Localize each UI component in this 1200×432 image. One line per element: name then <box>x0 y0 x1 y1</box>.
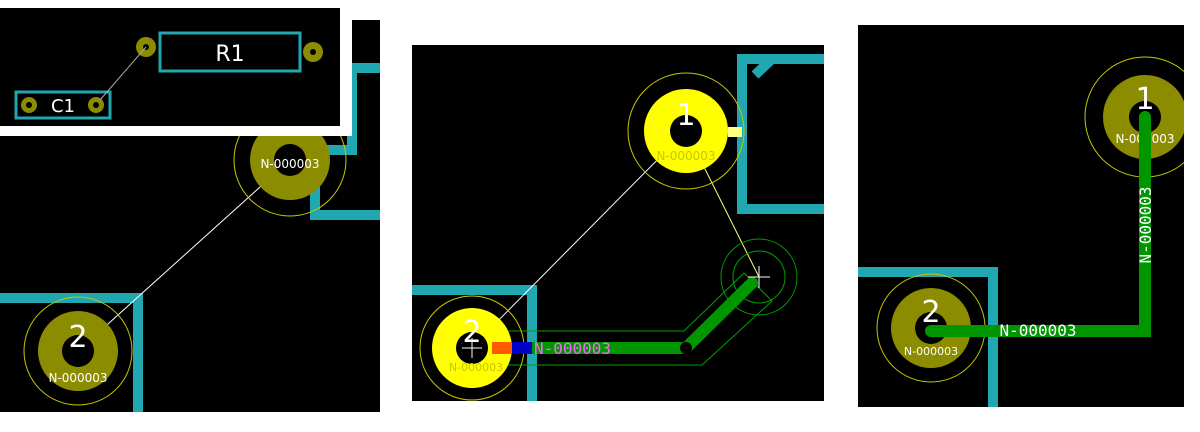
c1-pad-1-drill <box>26 102 32 108</box>
c1-reference: C1 <box>51 96 75 117</box>
silkscreen-outline-right <box>737 54 824 214</box>
track-bend-node <box>680 342 692 354</box>
r1-pad-2-drill <box>310 49 316 55</box>
left-pcb-canvas[interactable]: N-000003 2 N-000003 <box>0 20 380 412</box>
pad-1-drill <box>274 144 306 176</box>
ratsnest-line <box>77 159 291 352</box>
silkscreen-outline-right <box>310 63 380 220</box>
inset-ratsnest <box>99 46 147 101</box>
overview-inset: R1 C1 <box>0 8 352 136</box>
pad-2-net-label: N-000003 <box>48 371 107 385</box>
silkscreen-outline-bottom <box>412 285 537 401</box>
pad-courtyard <box>627 72 745 190</box>
via-clearance-inner <box>732 250 786 304</box>
pad-2-number: 2 <box>68 320 87 355</box>
copper-track-diagonal[interactable] <box>680 277 758 354</box>
pad-1-drill <box>670 115 702 147</box>
pad-2-number: 2 <box>462 315 481 350</box>
pad-1-number: 1 <box>676 98 695 133</box>
pad-courtyard <box>23 296 133 406</box>
via-clearance <box>720 238 798 316</box>
middle-pcb-canvas[interactable]: 1 N-000003 2 N-000003 N-000003 <box>412 45 824 401</box>
silkscreen-chamfer <box>751 55 776 79</box>
pad-1-stub <box>728 127 742 137</box>
right-pcb-canvas[interactable]: 1 N-000003 2 N-000003 N-000003 N-000003 <box>858 25 1184 407</box>
c1-outline[interactable] <box>14 90 112 120</box>
right-pcb-view[interactable]: 1 N-000003 2 N-000003 N-000003 N-000003 <box>858 25 1184 407</box>
overview-inset-canvas: R1 C1 <box>0 8 340 126</box>
pad-1-net-label: N-000003 <box>656 149 715 163</box>
r1-reference: R1 <box>215 42 244 67</box>
r1-outline[interactable] <box>158 31 302 73</box>
c1-pad-2-drill <box>93 102 99 108</box>
pad-2-number: 2 <box>921 295 940 330</box>
copper-track[interactable] <box>925 111 1151 337</box>
silkscreen-outline <box>858 267 998 407</box>
ratsnest-line <box>471 130 687 348</box>
pad-2-net-label: N-000003 <box>904 345 958 358</box>
silkscreen-outline-bottom <box>0 293 143 412</box>
drc-marker-blue <box>512 342 532 354</box>
pad-1-number: 1 <box>1135 82 1154 117</box>
pad-2-net-label: N-000003 <box>449 361 503 374</box>
drc-marker-orange <box>492 342 512 354</box>
pad-2-drill <box>62 335 94 367</box>
track-h-net-label: N-000003 <box>999 321 1076 340</box>
track-net-label: N-000003 <box>534 339 611 358</box>
track-clearance <box>472 272 773 366</box>
pad-1-net-label: N-000003 <box>260 157 319 171</box>
track-v-net-label: N-000003 <box>1136 186 1155 263</box>
middle-pcb-view[interactable]: 1 N-000003 2 N-000003 N-000003 <box>412 45 824 401</box>
